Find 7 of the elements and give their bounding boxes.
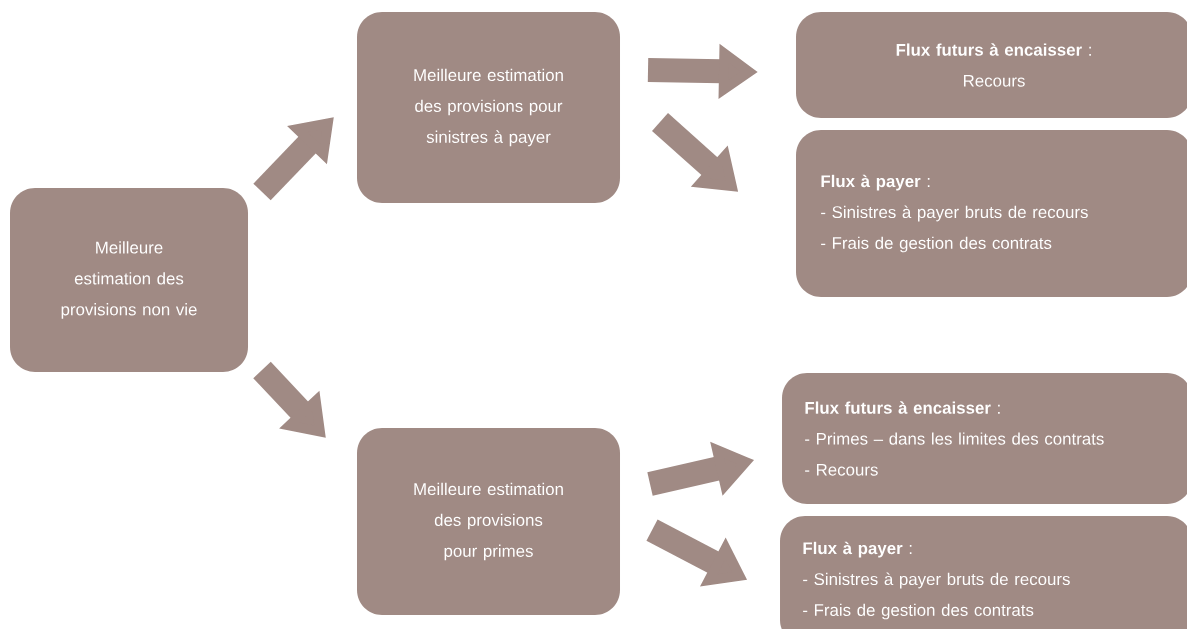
estimate-box: Meilleure estimation des provisions non vie [10, 188, 248, 372]
estimate-box: Meilleure estimation des provisions pour sinistres à payer [357, 12, 620, 203]
flow-box: Flux à payer : - Sinistres à payer bruts de recours - Frais de gestion des contrats [780, 516, 1187, 629]
flow-box: Flux à payer : - Sinistres à payer bruts de recours - Frais de gestion des contrats [796, 130, 1187, 297]
flow-box: Flux futurs à encaisser : - Primes – dans les limites des contrats - Recours [782, 373, 1187, 504]
flow-box: Flux futurs à encaisser : Recours [796, 12, 1187, 118]
estimate-box: Meilleure estimation des provisions pour primes [357, 428, 620, 615]
